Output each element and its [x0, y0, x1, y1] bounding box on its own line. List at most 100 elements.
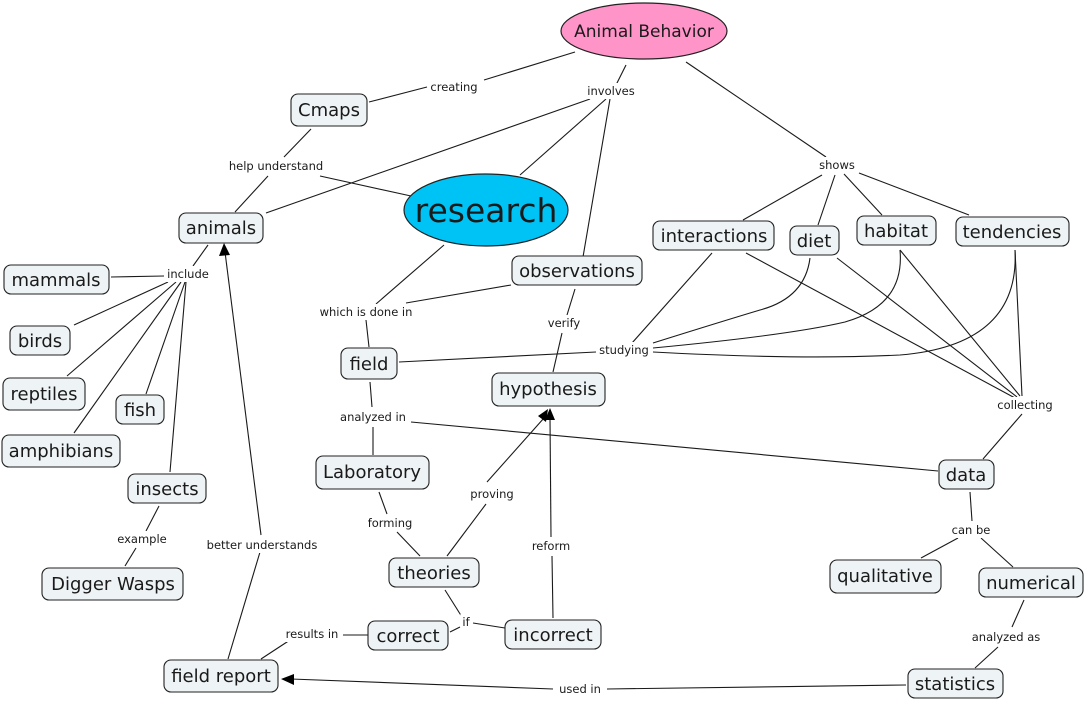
edge-data-canbe	[969, 491, 973, 522]
link-label-background	[115, 531, 169, 547]
edge-animal-behavior-creating	[483, 51, 576, 81]
edge-incorrect-reform	[551, 555, 554, 619]
node-data[interactable]: data	[938, 459, 995, 490]
node-animal-behavior[interactable]: Animal Behavior	[560, 2, 728, 60]
link-results-in[interactable]: results in	[286, 627, 339, 641]
node-label: qualitative	[837, 566, 933, 587]
edge-statistics-used	[606, 684, 907, 690]
node-label: correct	[376, 626, 439, 647]
node-box	[829, 559, 942, 594]
link-reform[interactable]: reform	[532, 539, 570, 553]
edge-results-fieldreport	[260, 639, 291, 660]
node-field-report[interactable]: field report	[163, 659, 279, 693]
link-collecting[interactable]: collecting	[997, 398, 1052, 412]
node-label: Animal Behavior	[574, 22, 714, 42]
node-birds[interactable]: birds	[9, 325, 71, 356]
link-label-background	[317, 304, 415, 320]
edge-studying-tendencies	[652, 249, 1016, 358]
node-label: diet	[797, 231, 832, 252]
node-mammals[interactable]: mammals	[3, 264, 110, 295]
node-fish[interactable]: fish	[115, 394, 165, 425]
node-numerical[interactable]: numerical	[978, 567, 1084, 598]
link-help-understand[interactable]: help understand	[229, 159, 323, 173]
node-incorrect[interactable]: incorrect	[504, 619, 602, 650]
link-label-background	[338, 409, 408, 425]
node-box	[504, 619, 602, 650]
node-box	[388, 557, 480, 588]
node-label: hypothesis	[499, 379, 597, 400]
node-habitat[interactable]: habitat	[856, 215, 937, 246]
edge-reform-hypothesis	[549, 417, 552, 538]
link-label-background	[557, 681, 603, 697]
node-reptiles[interactable]: reptiles	[2, 377, 86, 411]
edge-if-incorrect	[472, 622, 506, 629]
link-label-background	[585, 83, 637, 99]
edge-help-research	[319, 175, 412, 197]
node-statistics[interactable]: statistics	[907, 668, 1004, 699]
node-observations[interactable]: observations	[511, 255, 643, 286]
edge-example-wasps	[124, 547, 137, 567]
link-label-background	[428, 79, 480, 95]
node-tendencies[interactable]: tendencies	[955, 216, 1070, 247]
link-verify[interactable]: verify	[548, 316, 581, 330]
node-label: reptiles	[10, 384, 77, 405]
edge-include-mammals	[110, 275, 165, 278]
edge-animals-include	[192, 244, 209, 267]
edge-verify-hypothesis	[552, 332, 563, 373]
node-animals[interactable]: animals	[178, 212, 264, 244]
node-cmaps[interactable]: Cmaps	[290, 93, 368, 127]
node-digger-wasps[interactable]: Digger Wasps	[41, 567, 184, 601]
connection-lines	[66, 51, 1025, 690]
node-label: observations	[519, 261, 635, 282]
edge-theories-if	[444, 589, 463, 618]
link-shows[interactable]: shows	[819, 158, 855, 172]
node-qualitative[interactable]: qualitative	[829, 559, 942, 594]
link-forming[interactable]: forming	[368, 516, 413, 530]
node-label: field	[350, 354, 389, 375]
node-field[interactable]: field	[340, 347, 398, 380]
node-label: insects	[135, 479, 198, 500]
node-box	[955, 216, 1070, 247]
link-example[interactable]: example	[117, 532, 167, 546]
edge-proving-hypothesis	[486, 417, 545, 483]
node-amphibians[interactable]: amphibians	[1, 434, 121, 468]
node-interactions[interactable]: interactions	[652, 220, 775, 251]
edge-creating-cmaps	[368, 86, 428, 103]
node-research[interactable]: research	[403, 173, 569, 247]
link-involves[interactable]: involves	[587, 84, 634, 98]
node-hypothesis[interactable]: hypothesis	[491, 372, 606, 407]
node-label: Laboratory	[323, 462, 421, 483]
node-theories[interactable]: theories	[388, 557, 480, 588]
link-used-in[interactable]: used in	[559, 682, 601, 696]
link-if[interactable]: if	[462, 615, 470, 629]
link-studying[interactable]: studying	[599, 343, 649, 357]
edge-include-fish	[145, 281, 186, 395]
edge-forming-theories	[396, 531, 421, 557]
link-can-be[interactable]: can be	[952, 523, 991, 537]
edge-lab-forming	[378, 491, 388, 515]
node-laboratory[interactable]: Laboratory	[315, 455, 430, 490]
link-better-understands[interactable]: better understands	[207, 538, 318, 552]
link-include[interactable]: include	[167, 267, 209, 281]
node-diet[interactable]: diet	[789, 225, 840, 256]
node-label: Cmaps	[298, 100, 360, 121]
node-box	[511, 255, 643, 286]
link-proving[interactable]: proving	[470, 487, 513, 501]
edge-habitat-collecting	[899, 249, 1021, 397]
edge-tendencies-collecting	[1014, 249, 1023, 397]
link-label-background	[817, 157, 857, 173]
node-insects[interactable]: insects	[127, 473, 207, 504]
link-analyzed-in[interactable]: analyzed in	[340, 410, 406, 424]
edge-include-amphibians	[73, 281, 182, 434]
node-box	[163, 659, 279, 693]
edge-involves-observations	[582, 98, 611, 258]
node-label: statistics	[915, 674, 995, 695]
link-which-is-done-in[interactable]: which is done in	[320, 305, 413, 319]
node-label: field report	[171, 666, 271, 687]
node-correct[interactable]: correct	[367, 620, 449, 651]
link-analyzed-as[interactable]: analyzed as	[972, 630, 1041, 644]
edge-involves-research	[519, 98, 607, 176]
link-creating[interactable]: creating	[430, 80, 477, 94]
link-label-background	[283, 626, 341, 642]
arrowhead-animals	[219, 243, 230, 256]
